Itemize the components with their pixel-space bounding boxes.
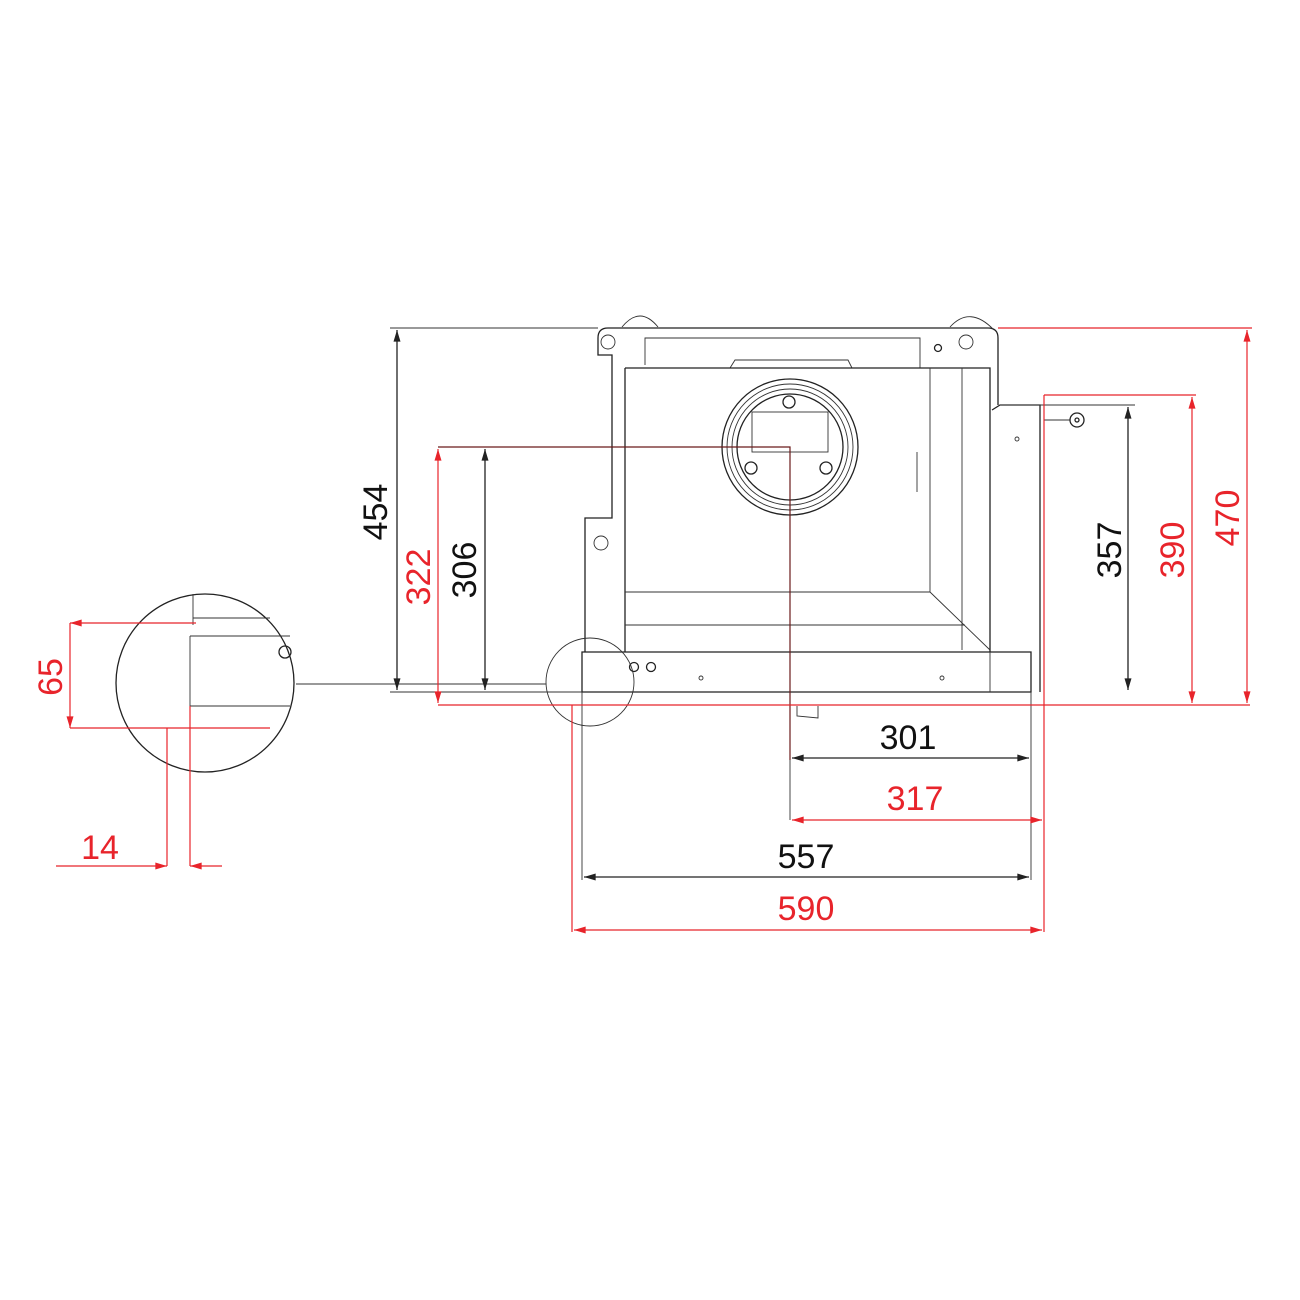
dimension-454-label: 454 <box>357 484 395 541</box>
detail-marker-circle <box>545 637 635 727</box>
dimension-470-label: 470 <box>1209 490 1247 547</box>
mounting-hole-icon <box>600 334 616 350</box>
hood-front-view <box>296 315 1085 727</box>
extension-lines <box>390 327 1252 932</box>
detail-view: 65 14 <box>32 593 295 870</box>
dimension-65-label: 65 <box>32 658 70 696</box>
mounting-hole-icon <box>593 535 609 551</box>
dimension-322-label: 322 <box>400 549 438 606</box>
mounting-hole-icon <box>958 334 974 350</box>
dimension-557-label: 557 <box>778 838 835 876</box>
dimension-306-label: 306 <box>446 542 484 599</box>
dimension-317-label: 317 <box>887 780 944 818</box>
dimension-357-label: 357 <box>1091 522 1129 579</box>
dimension-14-label: 14 <box>81 829 119 867</box>
dimension-labels: 454 322 306 357 390 470 301 317 557 590 <box>357 484 1247 928</box>
dimension-390-label: 390 <box>1154 522 1192 579</box>
dimension-lines <box>393 329 1251 934</box>
dimension-590-label: 590 <box>778 890 835 928</box>
dimension-301-label: 301 <box>880 719 937 757</box>
